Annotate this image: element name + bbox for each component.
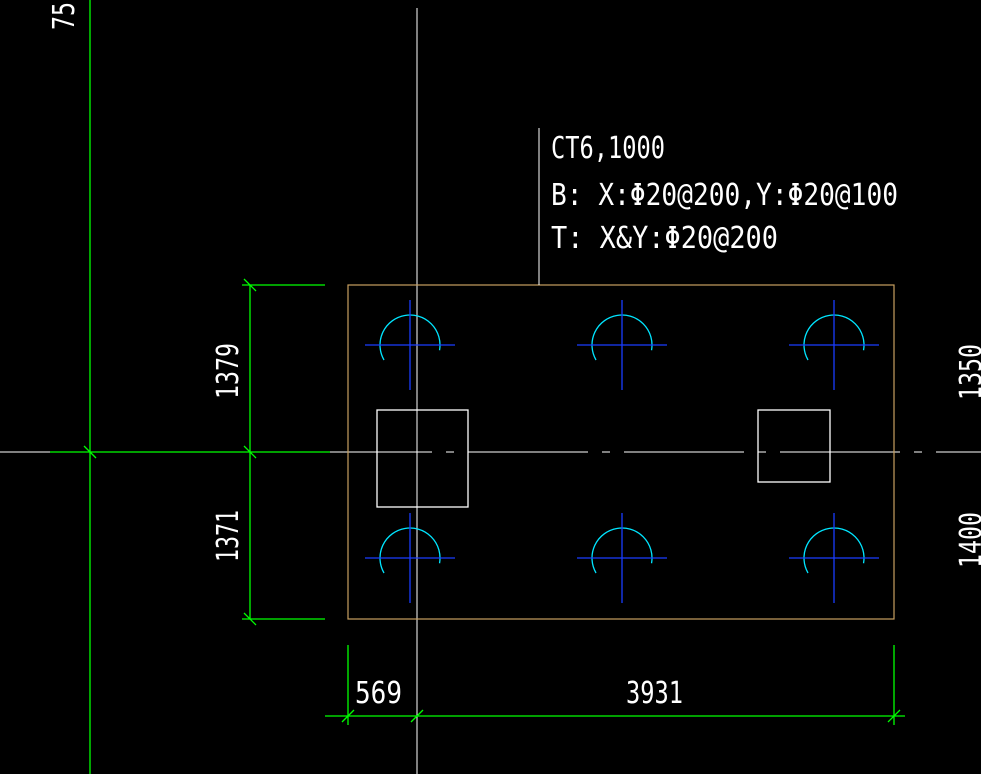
tick-bottom-mid <box>410 709 424 723</box>
dim-right-lower-fragment: 1400 <box>954 512 981 568</box>
dim-left-upper: 1379 <box>211 343 246 399</box>
pile-3 <box>789 300 879 390</box>
column-left <box>376 409 469 508</box>
tick-left-bottom <box>243 612 257 626</box>
tick-left-top <box>243 278 257 292</box>
dim-top-left-fragment: 75 <box>47 2 82 30</box>
dimension-lines <box>50 0 905 774</box>
tick-left-mid <box>243 445 257 459</box>
cap-label-line1: CT6,1000 <box>551 131 665 166</box>
cap-label-line2: B: X:Φ20@200,Y:Φ20@100 <box>551 178 898 213</box>
column-right <box>757 409 831 483</box>
cap-label-line3: T: X&Y:Φ20@200 <box>551 221 778 256</box>
piles-group <box>365 300 879 603</box>
pile-cap-outline <box>347 284 895 620</box>
pile-2 <box>577 300 667 390</box>
dim-right-upper-fragment: 1350 <box>954 344 981 400</box>
pile-1 <box>365 300 455 390</box>
pile-5 <box>577 513 667 603</box>
tick-bottom-left <box>341 709 355 723</box>
dim-bottom-right: 3931 <box>626 676 683 711</box>
tick-grid-left <box>83 445 97 459</box>
pile-6 <box>789 513 879 603</box>
tick-bottom-right <box>887 709 901 723</box>
dim-bottom-left: 569 <box>355 676 402 711</box>
pile-4 <box>365 513 455 603</box>
dim-left-lower: 1371 <box>211 510 246 562</box>
